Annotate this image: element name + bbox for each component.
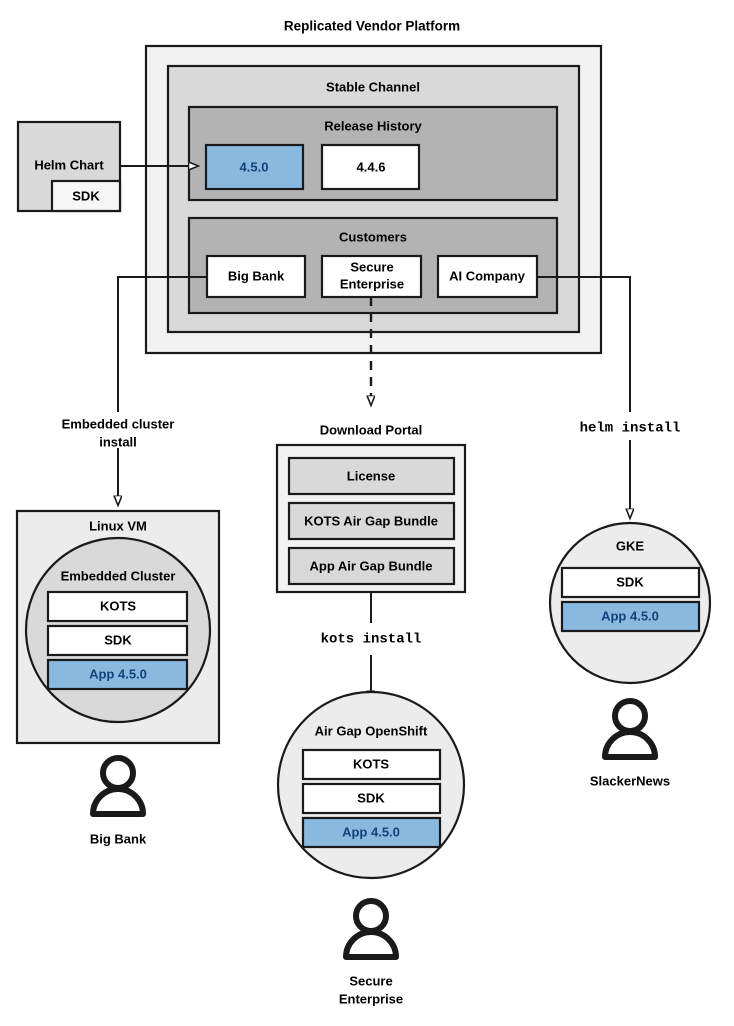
air-gap-openshift-title: Air Gap OpenShift <box>315 723 428 738</box>
customer-big-bank[interactable] <box>205 254 307 299</box>
artifact-app-air-gap-bundle[interactable] <box>287 546 456 586</box>
connector-bigbank-to-embedded <box>117 276 207 412</box>
openshift-component-sdk-label: SDK <box>357 790 385 805</box>
openshift-component-kots-label: KOTS <box>353 756 389 771</box>
openshift-customer-label-1: Secure <box>349 973 392 988</box>
helm-chart-sdk-label: SDK <box>72 188 100 203</box>
customers-title: Customers <box>339 229 407 244</box>
linux-vm-title: Linux VM <box>89 518 147 533</box>
artifact-license-label: License <box>347 468 395 483</box>
gke-component-sdk[interactable] <box>560 566 701 599</box>
release-version-446-label: 4.4.6 <box>357 159 386 174</box>
embedded-cluster-title: Embedded Cluster <box>61 568 176 583</box>
gke-title: GKE <box>616 538 645 553</box>
gke-component-app[interactable] <box>560 600 701 633</box>
linux-vm-customer-label: Big Bank <box>90 831 147 846</box>
customer-ai-company[interactable] <box>436 254 539 299</box>
gke-customer-label: SlackerNews <box>590 773 670 788</box>
target-gke: GKE SDK App 4.5.0 SlackerNews <box>548 521 712 788</box>
openshift-component-sdk[interactable] <box>301 782 442 815</box>
helm-chart-label: Helm Chart <box>34 157 104 172</box>
customer-secure-enterprise[interactable] <box>320 254 423 299</box>
helm-install-label: helm install <box>580 421 681 437</box>
artifact-kots-air-gap-bundle[interactable] <box>287 501 456 541</box>
openshift-component-app[interactable] <box>301 816 442 849</box>
user-icon <box>90 755 146 817</box>
linux-vm-component-kots[interactable] <box>46 590 189 623</box>
user-icon <box>343 898 399 960</box>
customer-secure-enterprise-label-1: Secure <box>350 259 393 274</box>
release-history-title: Release History <box>324 118 422 133</box>
customer-secure-enterprise-label-2: Enterprise <box>340 276 404 291</box>
linux-vm-component-app-label: App 4.5.0 <box>89 666 147 681</box>
target-linux-vm: Linux VM Embedded Cluster KOTS SDK App 4… <box>15 509 221 846</box>
artifact-app-air-gap-bundle-label: App Air Gap Bundle <box>309 558 432 573</box>
page-title: Replicated Vendor Platform <box>284 19 460 34</box>
platform-container: Stable Channel Release History 4.5.0 4.4… <box>144 44 603 355</box>
release-version-446[interactable] <box>320 143 421 191</box>
linux-vm-component-sdk-label: SDK <box>104 632 132 647</box>
user-icon <box>602 698 658 760</box>
release-version-450-label: 4.5.0 <box>240 159 269 174</box>
openshift-component-kots[interactable] <box>301 748 442 781</box>
embedded-install-label-1: Embedded cluster <box>62 416 175 431</box>
customer-ai-company-label: AI Company <box>449 268 526 283</box>
kots-install-label: kots install <box>321 632 422 648</box>
openshift-component-app-label: App 4.5.0 <box>342 824 400 839</box>
gke-component-app-label: App 4.5.0 <box>601 608 659 623</box>
release-version-450[interactable] <box>204 143 305 191</box>
helm-chart-sdk-box[interactable] <box>50 179 122 213</box>
stable-channel-title: Stable Channel <box>326 79 420 94</box>
linux-vm-component-sdk[interactable] <box>46 624 189 657</box>
artifact-license[interactable] <box>287 456 456 496</box>
linux-vm-component-app[interactable] <box>46 658 189 691</box>
download-portal-group: Download Portal License KOTS Air Gap Bun… <box>275 422 467 594</box>
customer-big-bank-label: Big Bank <box>228 268 285 283</box>
helm-chart-group: Helm Chart SDK <box>16 120 122 213</box>
openshift-customer-label-2: Enterprise <box>339 991 403 1006</box>
embedded-install-label-2: install <box>99 434 137 449</box>
connector-aicompany-to-helm <box>537 276 631 412</box>
download-portal-title: Download Portal <box>320 422 423 437</box>
linux-vm-component-kots-label: KOTS <box>100 598 136 613</box>
target-air-gap-openshift: Air Gap OpenShift KOTS SDK App 4.5.0 Sec… <box>276 690 466 1006</box>
gke-component-sdk-label: SDK <box>616 574 644 589</box>
artifact-kots-air-gap-bundle-label: KOTS Air Gap Bundle <box>304 513 438 528</box>
